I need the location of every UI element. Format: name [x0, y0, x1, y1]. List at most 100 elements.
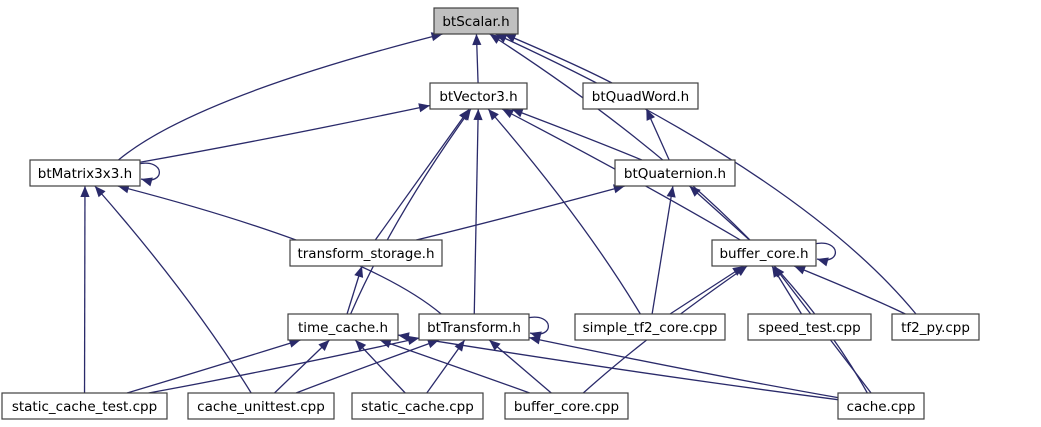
node-buffer_core_h[interactable]: buffer_core.h — [711, 239, 817, 267]
node-box-tf2_py[interactable] — [891, 313, 980, 341]
node-label-btQuadWord: btQuadWord.h — [592, 89, 689, 105]
edge-tf2_py-to-btScalar — [495, 33, 917, 315]
edge-buffer_core_h-to-buffer_core_h — [813, 242, 837, 261]
node-box-cache_unittest[interactable] — [187, 392, 335, 420]
edge-buffer_core_cpp-to-btTransform-arrow — [489, 340, 501, 351]
edge-btQuadWord-to-btScalar-arrow — [504, 34, 517, 43]
node-box-cache_cpp[interactable] — [837, 392, 925, 420]
node-label-static_cache: static_cache.cpp — [361, 399, 474, 415]
node-time_cache[interactable]: time_cache.h — [287, 313, 399, 341]
edge-simple_tf2_core-to-btQuaternion — [651, 185, 674, 315]
edge-static_cache_test-to-btTransform — [148, 337, 420, 394]
edge-buffer_core_cpp-to-time_cache — [379, 339, 530, 394]
node-box-static_cache[interactable] — [351, 392, 484, 420]
edge-btMatrix3x3-to-btMatrix3x3 — [137, 162, 161, 181]
edge-static_cache_test-to-time_cache — [126, 339, 301, 394]
node-label-cache_unittest: cache_unittest.cpp — [197, 399, 325, 415]
node-box-transform_storage[interactable] — [289, 239, 443, 267]
edge-buffer_core_h-to-btQuaternion — [689, 185, 750, 241]
edge-btMatrix3x3-to-btVector3 — [139, 104, 431, 163]
edge-btMatrix3x3-to-btScalar — [118, 33, 443, 161]
node-btQuaternion[interactable]: btQuaternion.h — [614, 159, 736, 187]
edge-btQuaternion-to-btVector3 — [511, 108, 643, 161]
node-label-buffer_core_h: buffer_core.h — [719, 246, 808, 262]
node-box-btMatrix3x3[interactable] — [29, 159, 141, 187]
node-btQuadWord[interactable]: btQuadWord.h — [582, 82, 699, 110]
edge-btTransform-to-btVector3-arrow — [473, 109, 483, 121]
node-buffer_core_cpp[interactable]: buffer_core.cpp — [504, 392, 629, 420]
edge-cache_unittest-to-btTransform — [295, 339, 440, 394]
node-box-btVector3[interactable] — [429, 82, 528, 110]
node-box-btTransform[interactable] — [418, 313, 530, 341]
node-label-cache_cpp: cache.cpp — [847, 399, 916, 415]
edge-buffer_core_cpp-to-buffer_core_h-arrow — [735, 266, 748, 277]
node-box-btQuadWord[interactable] — [582, 82, 699, 110]
edge-cache_unittest-to-time_cache — [274, 339, 330, 394]
edge-btMatrix3x3-to-btMatrix3x3-arrow — [141, 177, 153, 187]
node-label-tf2_py: tf2_py.cpp — [901, 320, 970, 336]
edge-layer — [80, 32, 917, 401]
node-btTransform[interactable]: btTransform.h — [418, 313, 530, 341]
node-layer: btScalar.h btVector3.h btQuadWord.h btMatri… — [1, 7, 980, 420]
node-label-btQuaternion: btQuaternion.h — [624, 166, 726, 182]
edge-simple_tf2_core-to-btQuaternion-arrow — [666, 186, 676, 198]
edge-cache_unittest-to-time_cache-arrow — [318, 340, 330, 351]
edge-btQuaternion-to-btVector3-arrow — [511, 108, 524, 118]
node-box-speed_test[interactable] — [747, 313, 872, 341]
edge-transform_storage-to-btVector3 — [374, 108, 470, 241]
edge-cache_unittest-to-btMatrix3x3-arrow — [94, 186, 106, 198]
edge-simple_tf2_core-to-btVector3 — [487, 108, 641, 315]
node-label-btMatrix3x3: btMatrix3x3.h — [38, 166, 132, 182]
edge-static_cache-to-time_cache-arrow — [355, 340, 367, 352]
node-transform_storage[interactable]: transform_storage.h — [289, 239, 443, 267]
edge-buffer_core_h-to-btQuaternion-arrow — [689, 186, 701, 197]
edge-cache_unittest-to-btMatrix3x3 — [94, 185, 252, 394]
edge-cache_cpp-to-time_cache-arrow — [398, 332, 410, 342]
edge-static_cache_test-to-time_cache-arrow — [288, 338, 301, 348]
edge-time_cache-to-transform_storage-arrow — [354, 266, 364, 278]
node-btMatrix3x3[interactable]: btMatrix3x3.h — [29, 159, 141, 187]
node-static_cache[interactable]: static_cache.cpp — [351, 392, 484, 420]
node-label-time_cache: time_cache.h — [298, 320, 388, 336]
edge-buffer_core_h-to-buffer_core_h-arrow — [817, 257, 829, 267]
edge-static_cache_test-to-btMatrix3x3-arrow — [80, 186, 90, 198]
edge-btTransform-to-btTransform — [526, 316, 550, 335]
node-box-static_cache_test[interactable] — [1, 392, 168, 420]
node-label-speed_test: speed_test.cpp — [758, 320, 860, 336]
node-cache_cpp[interactable]: cache.cpp — [837, 392, 925, 420]
node-box-time_cache[interactable] — [287, 313, 399, 341]
node-label-static_cache_test: static_cache_test.cpp — [12, 399, 157, 415]
edge-btTransform-to-btVector3 — [473, 108, 479, 315]
node-label-transform_storage: transform_storage.h — [297, 246, 434, 262]
node-tf2_py[interactable]: tf2_py.cpp — [891, 313, 980, 341]
node-label-btScalar: btScalar.h — [442, 14, 509, 30]
edge-btVector3-to-btScalar-arrow — [472, 34, 482, 46]
node-simple_tf2_core[interactable]: simple_tf2_core.cpp — [574, 313, 726, 341]
node-box-btQuaternion[interactable] — [614, 159, 736, 187]
edge-simple_tf2_core-to-buffer_core_h — [669, 265, 745, 315]
node-box-simple_tf2_core[interactable] — [574, 313, 726, 341]
node-btVector3[interactable]: btVector3.h — [429, 82, 528, 110]
edge-buffer_core_cpp-to-time_cache-arrow — [379, 339, 392, 348]
node-label-btVector3: btVector3.h — [439, 89, 517, 105]
edge-buffer_core_cpp-to-btTransform — [488, 339, 552, 394]
edge-transform_storage-to-btQuaternion — [416, 185, 625, 241]
node-label-btTransform: btTransform.h — [427, 320, 521, 336]
node-box-buffer_core_h[interactable] — [711, 239, 817, 267]
node-btScalar[interactable]: btScalar.h — [433, 7, 519, 35]
node-box-btScalar[interactable] — [433, 7, 519, 35]
node-cache_unittest[interactable]: cache_unittest.cpp — [187, 392, 335, 420]
edge-cache_cpp-to-btScalar-arrow — [489, 34, 502, 44]
edge-cache_cpp-to-btTransform — [528, 337, 839, 399]
node-label-buffer_core_cpp: buffer_core.cpp — [514, 399, 619, 415]
edge-static_cache-to-btTransform-arrow — [454, 340, 465, 352]
edge-tf2_py-to-buffer_core_h — [793, 265, 906, 315]
node-box-buffer_core_cpp[interactable] — [504, 392, 629, 420]
edge-tf2_py-to-buffer_core_h-arrow — [794, 265, 807, 275]
node-speed_test[interactable]: speed_test.cpp — [747, 313, 872, 341]
edge-cache_cpp-to-time_cache — [397, 334, 839, 401]
node-label-simple_tf2_core: simple_tf2_core.cpp — [583, 320, 718, 336]
node-static_cache_test[interactable]: static_cache_test.cpp — [1, 392, 168, 420]
